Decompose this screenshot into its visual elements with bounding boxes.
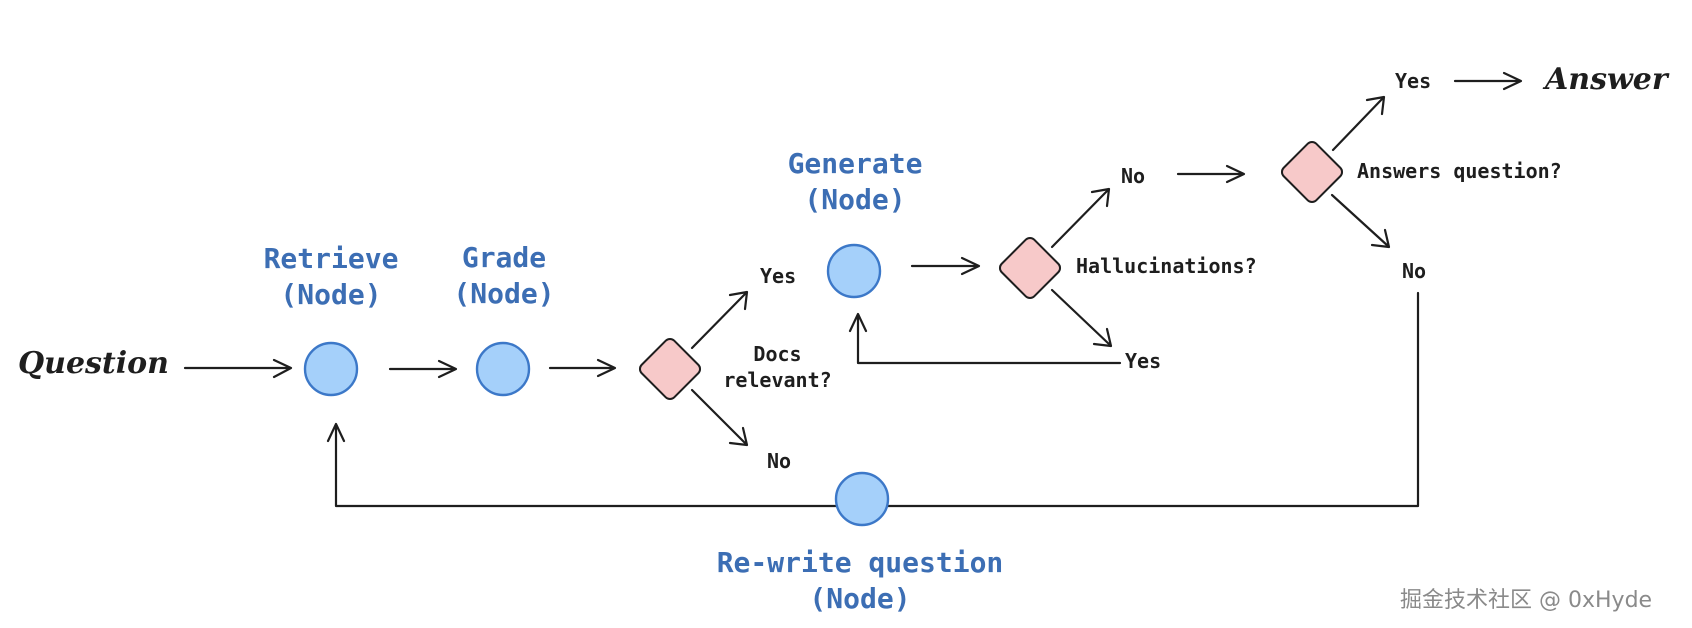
rewrite-name: Re-write question bbox=[716, 546, 1004, 579]
edge-no-to-answers-question bbox=[1176, 164, 1246, 184]
retrieve-name: Retrieve bbox=[263, 242, 399, 275]
edge-docs-to-no bbox=[690, 388, 749, 447]
decision-answers-question[interactable] bbox=[1279, 139, 1344, 204]
edge-question-to-retrieve bbox=[183, 358, 293, 379]
answers-no-label: No bbox=[1402, 259, 1427, 283]
answers-question-label: Answers question? bbox=[1357, 159, 1562, 183]
retrieve-kind: (Node) bbox=[280, 278, 382, 311]
node-retrieve[interactable] bbox=[303, 341, 359, 397]
generate-title: Generate (Node) bbox=[775, 146, 935, 218]
decision-docs-relevant[interactable] bbox=[637, 336, 702, 401]
edge-generate-to-hallucinations bbox=[910, 256, 981, 276]
rewrite-title: Re-write question (Node) bbox=[700, 545, 1020, 617]
edge-no-to-rewrite-loop bbox=[326, 291, 1420, 508]
edge-yes-back-to-generate bbox=[848, 312, 1122, 365]
grade-name: Grade bbox=[461, 241, 547, 274]
hallucinations-label: Hallucinations? bbox=[1076, 254, 1257, 278]
answers-yes-label: Yes bbox=[1395, 69, 1432, 93]
answer-label: Answer bbox=[1545, 62, 1668, 97]
grade-kind: (Node) bbox=[453, 277, 555, 310]
edge-docs-to-yes bbox=[690, 290, 749, 350]
node-grade[interactable] bbox=[475, 341, 531, 397]
docs-relevant-line2: relevant? bbox=[723, 368, 832, 392]
grade-title: Grade (Node) bbox=[442, 240, 566, 312]
halluc-no-label: No bbox=[1121, 164, 1146, 188]
node-generate[interactable] bbox=[826, 243, 882, 299]
edge-answers-to-no bbox=[1330, 193, 1391, 249]
generate-name: Generate bbox=[787, 147, 923, 180]
edge-answers-to-yes bbox=[1331, 95, 1386, 152]
docs-yes-label: Yes bbox=[760, 264, 797, 288]
watermark: 掘金技术社区 @ 0xHyde bbox=[1400, 588, 1653, 613]
edge-hallucinations-to-yes bbox=[1050, 288, 1113, 348]
docs-no-label: No bbox=[767, 449, 792, 473]
generate-kind: (Node) bbox=[804, 183, 906, 216]
retrieve-title: Retrieve (Node) bbox=[256, 241, 406, 313]
decision-hallucinations[interactable] bbox=[997, 235, 1062, 300]
edge-yes-to-answer bbox=[1453, 71, 1523, 91]
edge-grade-to-docs-relevant bbox=[548, 358, 617, 378]
node-rewrite[interactable] bbox=[834, 471, 890, 527]
halluc-yes-label: Yes bbox=[1125, 349, 1162, 373]
question-label: Question bbox=[18, 346, 169, 381]
docs-relevant-line1: Docs bbox=[753, 342, 802, 366]
edge-hallucinations-to-no bbox=[1050, 187, 1111, 249]
rewrite-kind: (Node) bbox=[809, 582, 911, 615]
docs-relevant-label: Docs relevant? bbox=[715, 341, 840, 393]
edge-retrieve-to-grade bbox=[388, 359, 458, 379]
